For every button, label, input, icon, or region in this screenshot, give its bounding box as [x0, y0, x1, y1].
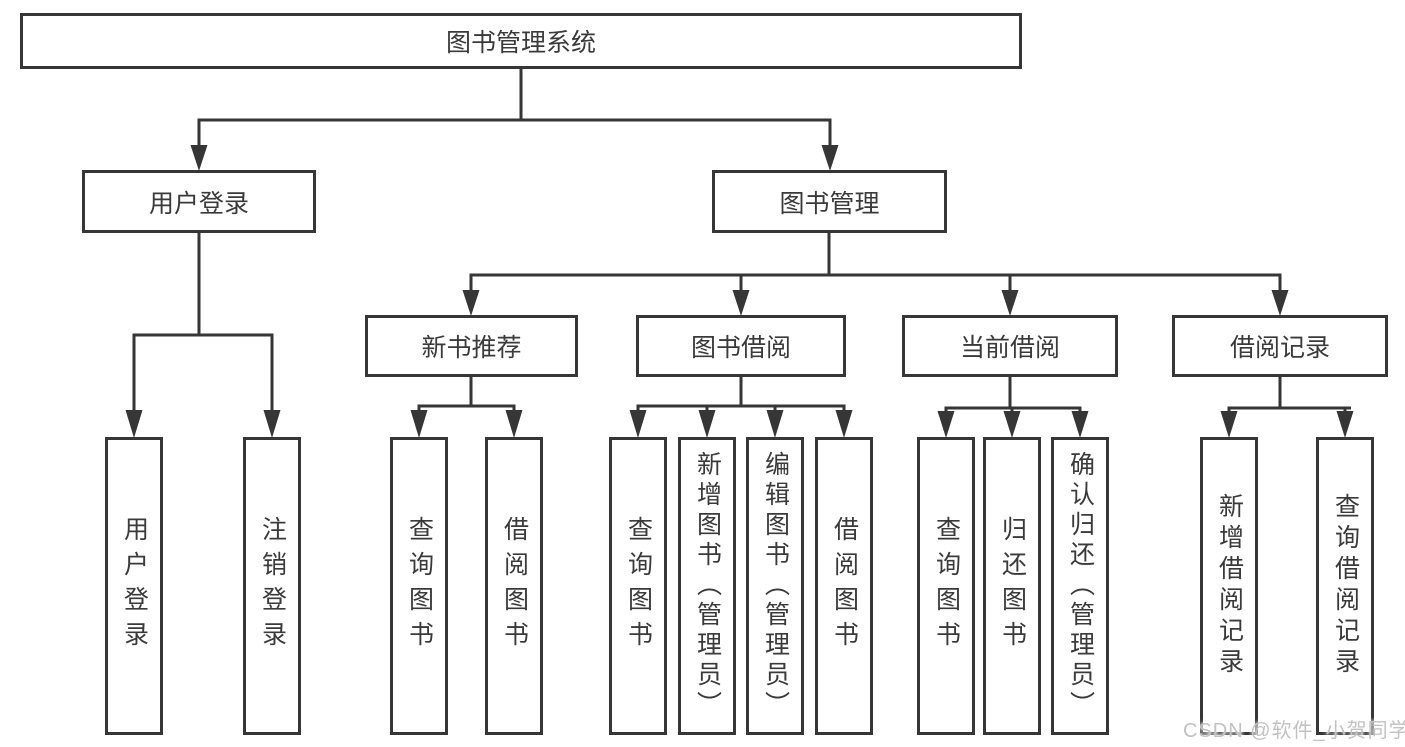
arrow-down-icon: [766, 410, 784, 438]
leaf-add-borrow-record: 新增借阅记录: [1200, 437, 1258, 735]
node-book-borrow: 图书借阅: [636, 315, 846, 377]
arrow-down-icon: [1336, 411, 1354, 438]
leaf-label: 借阅图书: [830, 516, 859, 656]
leaf-user-login: 用户登录: [105, 437, 163, 735]
arrow-down-icon: [1071, 411, 1089, 438]
leaf-label: 新增图书（管理员）: [693, 451, 722, 721]
node-book-management: 图书管理: [712, 170, 947, 233]
leaf-borrow-books-1: 借阅图书: [485, 437, 543, 735]
arrow-down-icon: [629, 410, 647, 438]
arrow-down-icon: [462, 290, 480, 316]
connector: [417, 376, 516, 413]
arrow-down-icon: [1271, 290, 1289, 316]
watermark: CSDN @软件_小贺同学: [1183, 720, 1405, 742]
leaf-edit-books-admin: 编辑图书（管理员）: [746, 437, 804, 735]
node-borrow-records: 借阅记录: [1172, 315, 1388, 377]
leaf-label: 查询图书: [405, 516, 434, 656]
arrow-down-icon: [698, 410, 716, 438]
arrow-down-icon: [821, 145, 839, 171]
arrow-down-icon: [1003, 411, 1021, 438]
leaf-label: 查询图书: [624, 516, 653, 656]
leaf-label: 借阅图书: [500, 516, 529, 656]
leaf-query-books-3: 查询图书: [917, 437, 975, 735]
arrow-down-icon: [732, 290, 750, 316]
connector: [469, 232, 1282, 292]
leaf-borrow-books-2: 借阅图书: [815, 437, 873, 735]
leaf-label: 编辑图书（管理员）: [761, 451, 790, 721]
leaf-label: 查询借阅记录: [1331, 493, 1360, 679]
leaf-label: 注销登录: [258, 516, 287, 656]
arrow-down-icon: [1220, 411, 1238, 438]
connector: [636, 376, 846, 413]
arrow-down-icon: [505, 410, 523, 438]
leaf-logout: 注销登录: [243, 437, 301, 735]
arrow-down-icon: [410, 410, 428, 438]
connector: [132, 232, 274, 413]
leaf-query-books-1: 查询图书: [390, 437, 448, 735]
connector: [944, 376, 1082, 414]
leaf-confirm-return-admin: 确认归还（管理员）: [1051, 437, 1109, 735]
connector: [1227, 376, 1351, 414]
arrow-down-icon: [190, 145, 208, 171]
arrow-down-icon: [1001, 290, 1019, 316]
leaf-query-books-2: 查询图书: [609, 437, 667, 735]
node-user-login: 用户登录: [82, 170, 316, 233]
leaf-add-books-admin: 新增图书（管理员）: [678, 437, 736, 735]
connector: [197, 67, 832, 148]
node-current-borrow: 当前借阅: [902, 315, 1118, 377]
leaf-label: 归还图书: [998, 516, 1027, 656]
arrow-down-icon: [835, 410, 853, 438]
node-system-root: 图书管理系统: [20, 13, 1022, 69]
leaf-query-borrow-record: 查询借阅记录: [1316, 437, 1374, 735]
leaf-return-books: 归还图书: [983, 437, 1041, 735]
arrow-down-icon: [125, 410, 143, 438]
node-new-book-recommend: 新书推荐: [365, 315, 578, 377]
arrow-down-icon: [937, 411, 955, 438]
arrow-down-icon: [263, 410, 281, 438]
leaf-label: 确认归还（管理员）: [1066, 451, 1095, 721]
leaf-label: 用户登录: [120, 516, 149, 656]
leaf-label: 新增借阅记录: [1215, 493, 1244, 679]
leaf-label: 查询图书: [932, 516, 961, 656]
